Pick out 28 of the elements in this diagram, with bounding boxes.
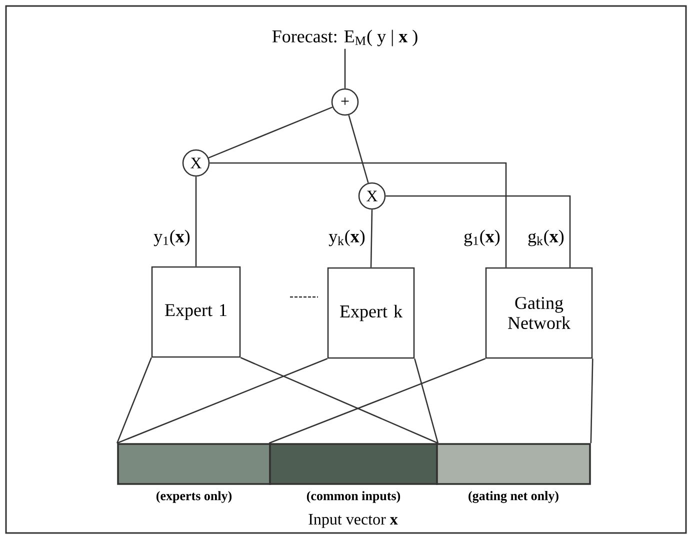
edge-label: g$_{1}$(x) — [464, 230, 500, 246]
edge-label: y$_{k}$(x) — [328, 230, 365, 246]
axis-caption: Input vector x — [308, 514, 398, 528]
process-box: Expert k — [327, 267, 415, 359]
segment-caption: (experts only) — [156, 491, 232, 503]
input-segment — [436, 443, 591, 485]
connector-line — [590, 358, 594, 444]
segment-caption: (common inputs) — [306, 491, 400, 503]
connector-line — [414, 358, 439, 444]
edge-label: g$_{k}$(x) — [528, 230, 564, 246]
forecast-text: Forecast: E$_{M}$( y | x ) — [272, 30, 418, 46]
connector-line — [370, 210, 373, 268]
connector-line — [240, 357, 438, 444]
connector-line — [268, 358, 486, 444]
connector-line — [208, 106, 333, 158]
connector-line — [210, 162, 507, 268]
process-box: Expert 1 — [151, 266, 241, 358]
segment-caption: (gating net only) — [468, 491, 558, 503]
connector-line — [195, 176, 197, 266]
connector-line — [116, 357, 152, 444]
input-segment — [269, 443, 438, 485]
connector-line — [386, 195, 571, 268]
process-box: Gating Network — [485, 267, 593, 359]
connector-line — [344, 48, 346, 88]
edge-label: y$_{1}$(x) — [154, 230, 190, 246]
input-segment — [117, 443, 271, 485]
connector-line — [348, 114, 369, 184]
connector-line — [116, 358, 328, 444]
